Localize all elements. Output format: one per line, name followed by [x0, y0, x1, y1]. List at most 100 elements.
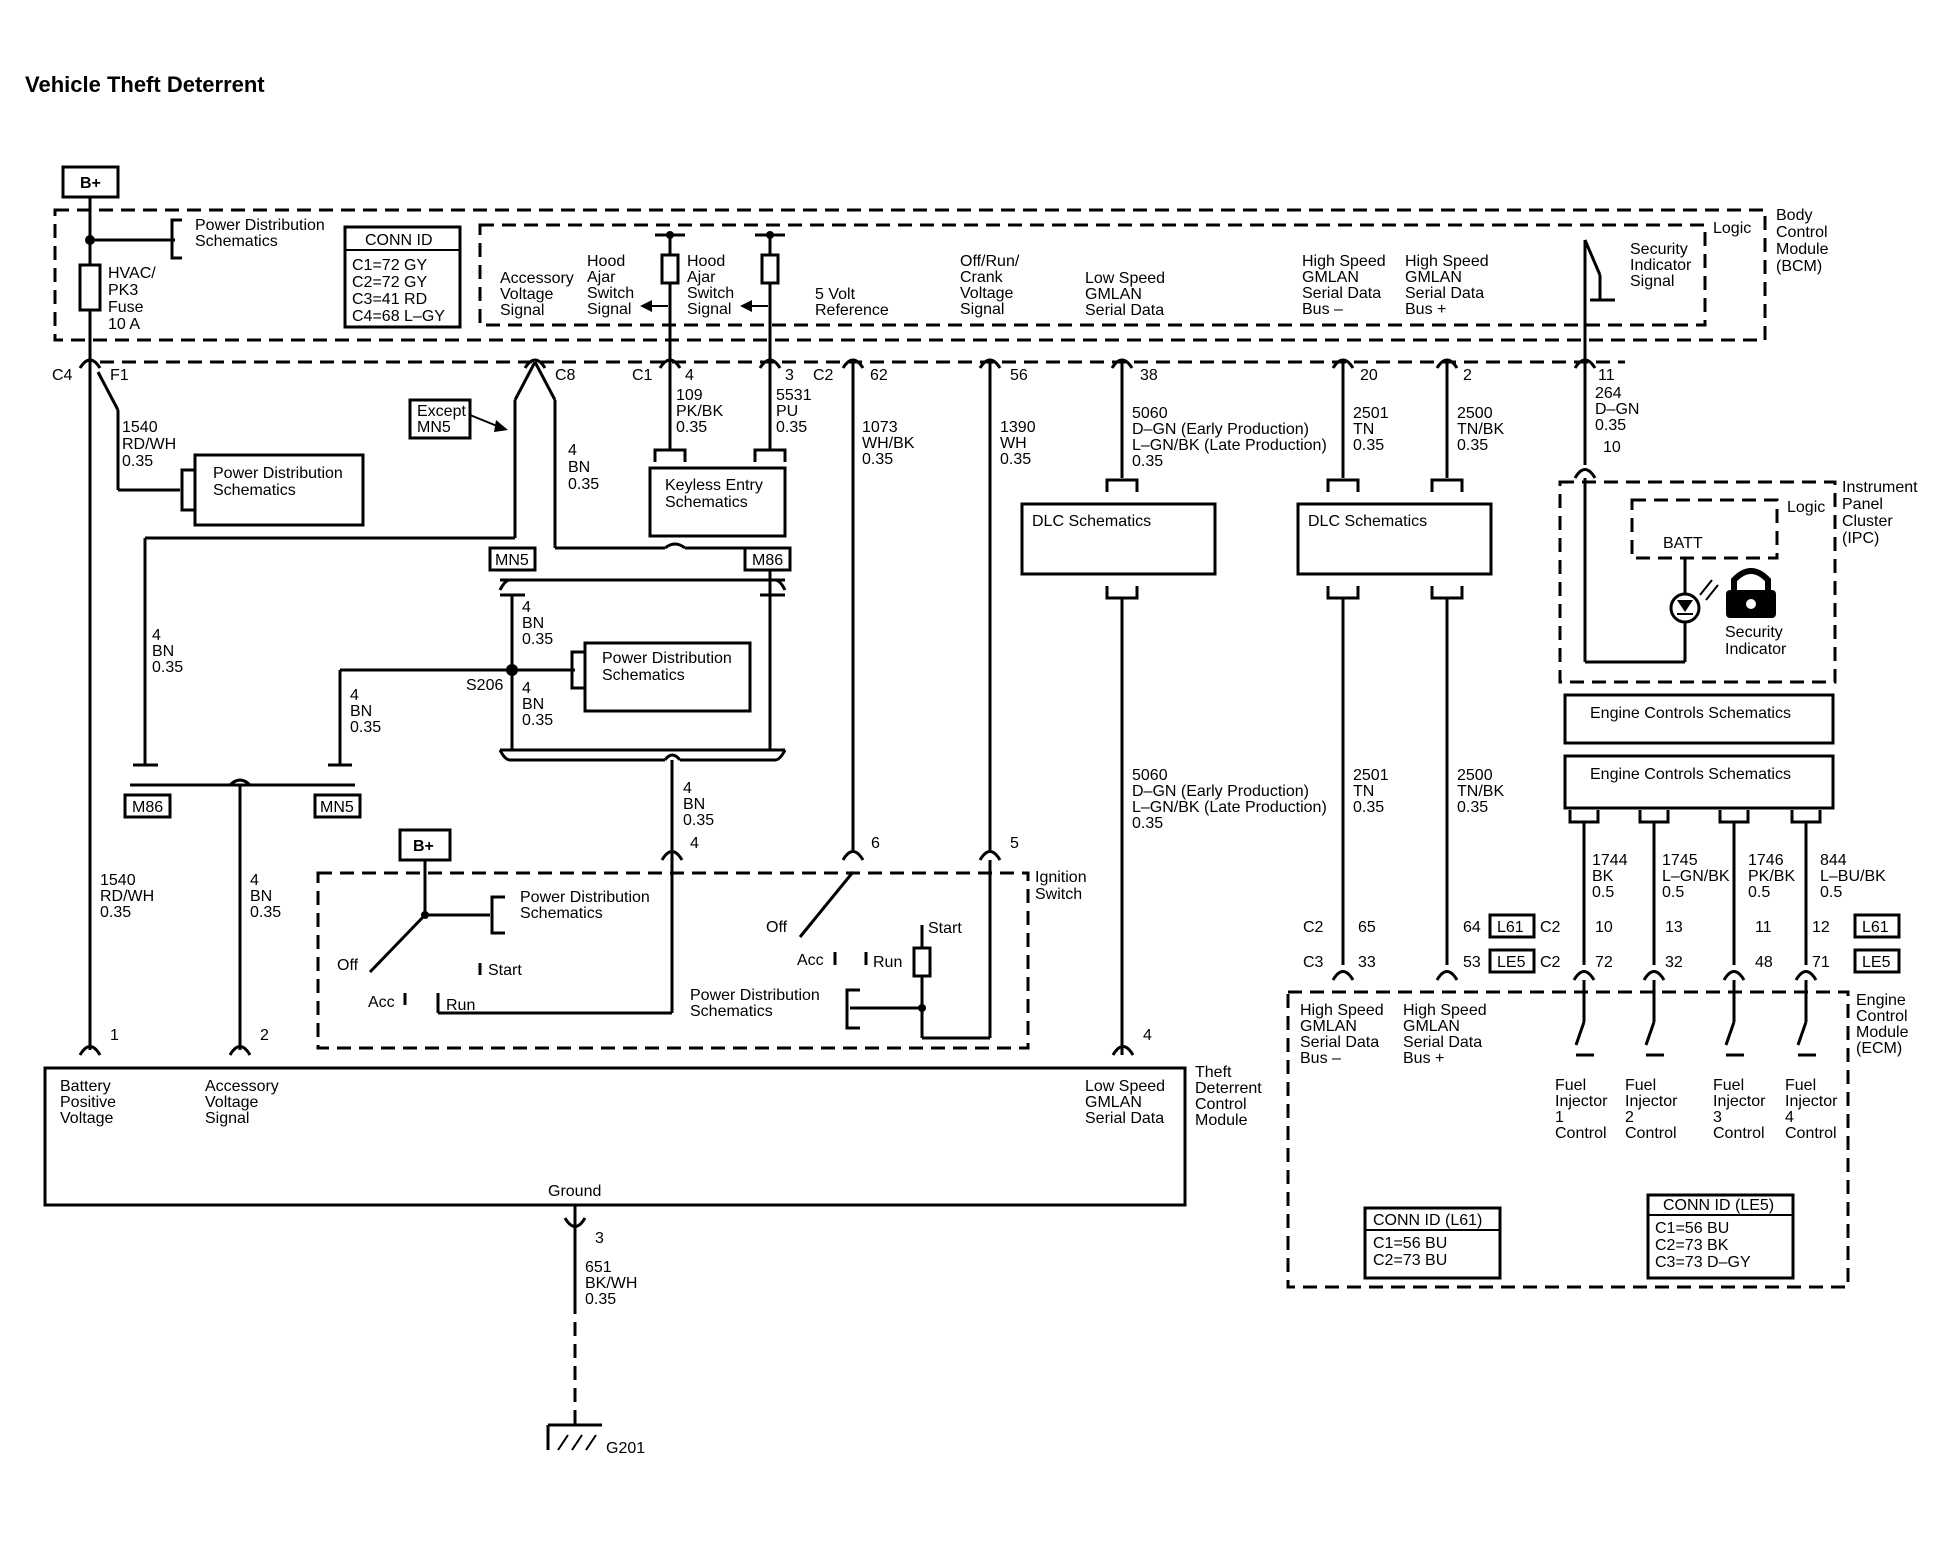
svg-text:2500: 2500	[1457, 405, 1493, 422]
svg-text:C1=56 BU: C1=56 BU	[1373, 1235, 1447, 1252]
svg-text:0.5: 0.5	[1662, 884, 1684, 901]
ign-acc-right: Acc	[797, 952, 824, 969]
wire-2500-upper: 2500 TN/BK 0.35	[1457, 405, 1504, 454]
svg-text:33: 33	[1358, 954, 1376, 971]
svg-text:844: 844	[1820, 852, 1847, 869]
wire-2500-lower: 2500 TN/BK 0.35	[1457, 767, 1504, 816]
svg-text:C2: C2	[1540, 919, 1561, 936]
bcm-logic-boundary	[478, 223, 1707, 327]
svg-text:0.35: 0.35	[522, 631, 553, 648]
svg-text:MN5: MN5	[495, 552, 529, 569]
svg-text:1073: 1073	[862, 419, 898, 436]
svg-text:0.35: 0.35	[676, 419, 707, 436]
wire-844: 844 L–BU/BK 0.5	[1820, 852, 1886, 901]
wire-1745: 1745 L–GN/BK 0.5	[1662, 852, 1730, 901]
svg-text:Serial Data: Serial Data	[1302, 285, 1381, 302]
svg-text:4: 4	[1785, 1109, 1794, 1126]
svg-text:D–GN (Early Production): D–GN (Early Production)	[1132, 783, 1309, 800]
svg-text:RD/WH: RD/WH	[100, 888, 154, 905]
svg-text:TN/BK: TN/BK	[1457, 421, 1504, 438]
svg-text:Switch: Switch	[587, 285, 634, 302]
svg-text:2: 2	[260, 1027, 269, 1044]
svg-text:Fuel: Fuel	[1555, 1077, 1586, 1094]
svg-text:Control: Control	[1625, 1125, 1677, 1142]
ign-start-left: Start	[488, 962, 522, 979]
svg-text:C2=72 GY: C2=72 GY	[352, 274, 427, 291]
svg-text:L–GN/BK: L–GN/BK	[1662, 868, 1730, 885]
svg-text:Bus –: Bus –	[1302, 301, 1343, 318]
theft-deterrent-module	[43, 1066, 1187, 1207]
option-m86-bottom	[123, 793, 172, 819]
svg-text:0.35: 0.35	[522, 712, 553, 729]
ign-run-left: Run	[446, 997, 475, 1014]
svg-text:BN: BN	[683, 796, 705, 813]
svg-text:5: 5	[1010, 835, 1019, 852]
ign-off-left: Off	[337, 957, 359, 974]
ecm-hs-gmlan-plus: High Speed GMLAN Serial Data Bus +	[1403, 1002, 1487, 1067]
svg-text:0.35: 0.35	[568, 476, 599, 493]
svg-text:C2: C2	[813, 367, 834, 384]
svg-text:20: 20	[1360, 367, 1378, 384]
svg-text:64: 64	[1463, 919, 1481, 936]
svg-text:2501: 2501	[1353, 405, 1389, 422]
svg-text:GMLAN: GMLAN	[1405, 269, 1462, 286]
svg-text:71: 71	[1812, 954, 1830, 971]
svg-text:0.35: 0.35	[100, 904, 131, 921]
svg-text:C4=68 L–GY: C4=68 L–GY	[352, 308, 445, 325]
svg-text:RD/WH: RD/WH	[122, 436, 176, 453]
svg-text:Control: Control	[1785, 1125, 1837, 1142]
svg-text:0.5: 0.5	[1820, 884, 1842, 901]
wire-1540-upper: 1540 RD/WH 0.35	[122, 419, 176, 470]
svg-text:Engine Controls Schematics: Engine Controls Schematics	[1590, 766, 1791, 783]
svg-text:M86: M86	[132, 799, 163, 816]
svg-text:264: 264	[1595, 385, 1622, 402]
svg-text:2: 2	[1625, 1109, 1634, 1126]
svg-text:Engine Controls Schematics: Engine Controls Schematics	[1590, 705, 1791, 722]
dlc-box-1	[1020, 502, 1217, 576]
svg-text:65: 65	[1358, 919, 1376, 936]
signal-accessory-voltage: Accessory Voltage Signal	[500, 270, 574, 319]
svg-text:Hood: Hood	[687, 253, 725, 270]
bcm-conn-id-list: C1=72 GY C2=72 GY C3=41 RD C4=68 L–GY	[352, 257, 445, 325]
svg-text:Module: Module	[1856, 1024, 1909, 1041]
svg-text:Schematics: Schematics	[520, 905, 603, 922]
ignition-switch-label: Ignition Switch	[1035, 869, 1087, 903]
svg-text:Accessory: Accessory	[500, 270, 574, 287]
engine-controls-box-1	[1563, 693, 1835, 745]
svg-text:Control: Control	[1195, 1096, 1247, 1113]
svg-text:2: 2	[1463, 367, 1472, 384]
svg-text:Control: Control	[1713, 1125, 1765, 1142]
svg-text:C3=41 RD: C3=41 RD	[352, 291, 427, 308]
ecm-boundary	[1286, 990, 1850, 1289]
tdcm-accessory-voltage: Accessory Voltage Signal	[205, 1078, 279, 1127]
svg-text:Engine: Engine	[1856, 992, 1906, 1009]
svg-text:1390: 1390	[1000, 419, 1036, 436]
svg-text:C1=56 BU: C1=56 BU	[1655, 1220, 1729, 1237]
svg-text:Cluster: Cluster	[1842, 513, 1893, 530]
keyless-entry-box	[648, 466, 787, 538]
tdcm-name: Theft Deterrent Control Module	[1195, 1064, 1262, 1129]
option-l61-left	[1488, 913, 1536, 939]
svg-text:Panel: Panel	[1842, 496, 1883, 513]
svg-text:Instrument: Instrument	[1842, 479, 1918, 496]
svg-text:0.35: 0.35	[683, 812, 714, 829]
svg-text:0.35: 0.35	[776, 419, 807, 436]
wire-1540-lower: 1540 RD/WH 0.35	[100, 872, 154, 921]
svg-text:0.35: 0.35	[1457, 799, 1488, 816]
ipc-logic-box	[1630, 498, 1779, 560]
svg-text:GMLAN: GMLAN	[1302, 269, 1359, 286]
svg-text:BK: BK	[1592, 868, 1614, 885]
svg-text:Injector: Injector	[1555, 1093, 1608, 1110]
svg-text:11: 11	[1755, 919, 1772, 936]
svg-text:4: 4	[1143, 1027, 1152, 1044]
svg-text:Serial Data: Serial Data	[1085, 302, 1164, 319]
splice-s206-label: S206	[466, 677, 503, 694]
wire-2501-upper: 2501 TN 0.35	[1353, 405, 1389, 454]
ecm-injector-1: Fuel Injector 1 Control	[1555, 1077, 1608, 1142]
svg-text:6: 6	[871, 835, 880, 852]
svg-text:1745: 1745	[1662, 852, 1698, 869]
svg-text:Battery: Battery	[60, 1078, 111, 1095]
svg-text:Ignition: Ignition	[1035, 869, 1087, 886]
wire-1390: 1390 WH 0.35	[1000, 419, 1036, 468]
